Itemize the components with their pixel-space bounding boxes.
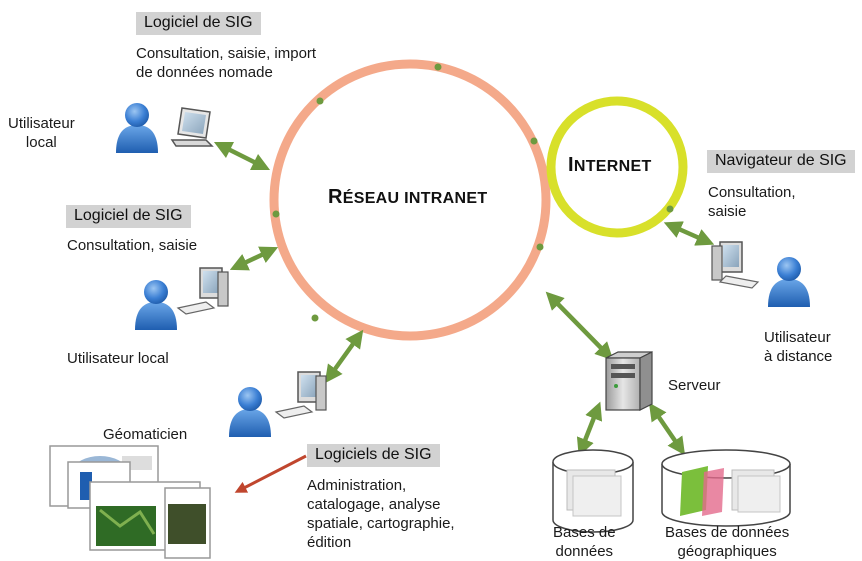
user-icon [116,103,158,153]
arrow-db2 [648,402,686,456]
user-icon [768,257,810,307]
desktop-user-label: Utilisateur local [67,350,169,367]
geomatician-label: Géomaticien [103,426,188,443]
mobile-software-desc: Consultation, saisie, import de données … [136,45,317,81]
mobile-user-label: Utilisateur local [8,115,75,151]
desktop-computer-icon [711,241,760,289]
user-icon [229,387,271,437]
map-screens-icon [49,445,211,559]
user-icon [135,280,177,330]
desktop-computer-icon [274,371,327,419]
red-arrow [234,454,307,493]
arrow-server [545,291,614,361]
connection-arrows [213,141,715,457]
server-icon [605,351,653,411]
database-label: Bases de données [553,524,616,560]
arrow-mobile [213,141,271,171]
geo-database-icon [661,449,791,527]
arrow-db1 [576,401,603,457]
intranet-ring [269,59,551,341]
laptop-icon [170,107,214,147]
geomatician-software-tag: Logiciels de SIG [307,444,440,467]
remote-browser-desc: Consultation, saisie [708,184,796,220]
arrow-desktop [229,246,279,271]
arrow-remote [663,221,715,246]
intranet-label: RÉSEAU INTRANET [328,186,488,208]
geo-database-label: Bases de données géographiques [665,524,790,560]
desktop-software-tag: Logiciel de SIG [66,205,191,228]
remote-user-label: Utilisateur à distance [764,329,833,365]
mobile-software-tag: Logiciel de SIG [136,12,261,35]
geomatician-software-desc: Administration, catalogage, analyse spat… [307,477,455,551]
remote-browser-tag: Navigateur de SIG [707,150,855,173]
internet-ring [546,96,688,238]
desktop-computer-icon [176,267,229,315]
desktop-software-desc: Consultation, saisie [67,237,198,254]
arrow-geomatician [324,329,364,384]
internet-ring-node [666,205,674,213]
internet-label: INTERNET [568,154,652,176]
server-label: Serveur [668,377,721,394]
database-icon [552,449,634,533]
intranet-ring-nodes [272,63,544,322]
